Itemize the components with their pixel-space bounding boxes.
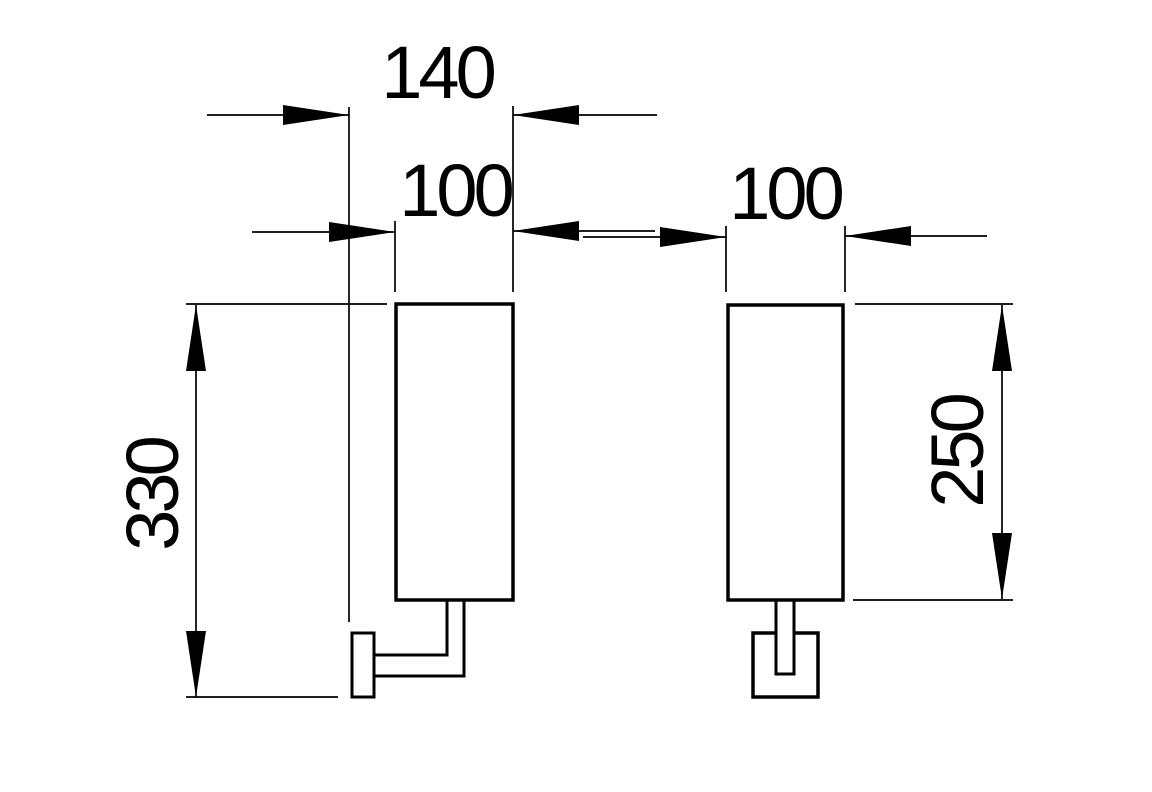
side-view (350, 302, 515, 699)
side-view-wall-plate (350, 631, 376, 699)
side-view-body (394, 302, 515, 602)
dim-100side-arrowhead-left (329, 222, 395, 242)
front-view-body (726, 303, 845, 602)
dim-100front-label: 100 (729, 152, 842, 235)
dim-100side-arrowhead-right (513, 221, 579, 241)
front-view (726, 303, 845, 699)
dim-140-arrowhead-right (513, 105, 579, 125)
dim-100front-arrowhead-left (660, 227, 726, 247)
dim-body-width: 100 (583, 152, 987, 292)
dim-body-depth: 100 (252, 149, 655, 292)
front-view-mount-plate (751, 631, 820, 699)
dim-330-label: 330 (111, 437, 194, 550)
dim-140-arrowhead-left (283, 105, 349, 125)
dim-250-arrowhead-bottom (992, 533, 1012, 599)
dim-330-arrowhead-bottom (186, 631, 206, 697)
front-view-stem (774, 600, 796, 676)
dim-body-height: 250 (853, 303, 1013, 601)
dim-overall-height: 330 (111, 303, 387, 698)
dim-100side-label: 100 (399, 149, 512, 232)
dim-330-arrowhead-top (186, 305, 206, 371)
dim-250-arrowhead-top (992, 305, 1012, 371)
dim-100front-arrowhead-right (845, 226, 911, 246)
dim-140-label: 140 (381, 31, 494, 114)
dim-250-label: 250 (916, 394, 999, 507)
dim-overall-depth: 140 (207, 31, 657, 622)
side-view-arm (375, 600, 466, 678)
